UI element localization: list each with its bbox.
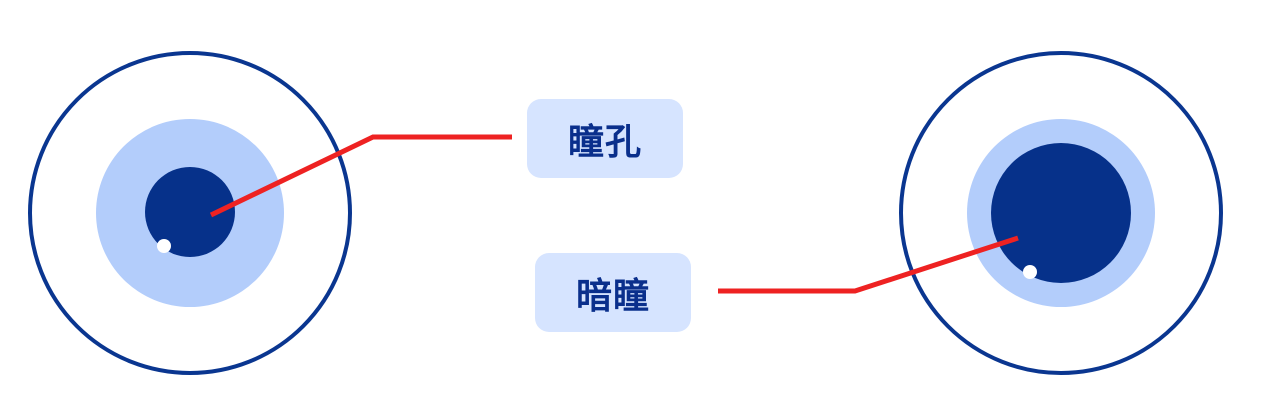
right-eye-pupil <box>991 143 1131 283</box>
pupil-label: 瞳孔 <box>527 99 683 178</box>
dark-pupil-label-text: 暗瞳 <box>575 275 650 317</box>
right-eye <box>899 51 1223 375</box>
left-eye <box>28 51 352 375</box>
left-eye-highlight <box>157 239 171 253</box>
pupil-label-text: 瞳孔 <box>567 121 642 163</box>
right-eye-highlight <box>1023 265 1037 279</box>
dark-pupil-leader-line <box>718 235 1019 294</box>
pupil-leader-line <box>209 134 512 218</box>
left-eye-pupil <box>145 167 235 257</box>
dark-pupil-label: 暗瞳 <box>535 253 691 332</box>
